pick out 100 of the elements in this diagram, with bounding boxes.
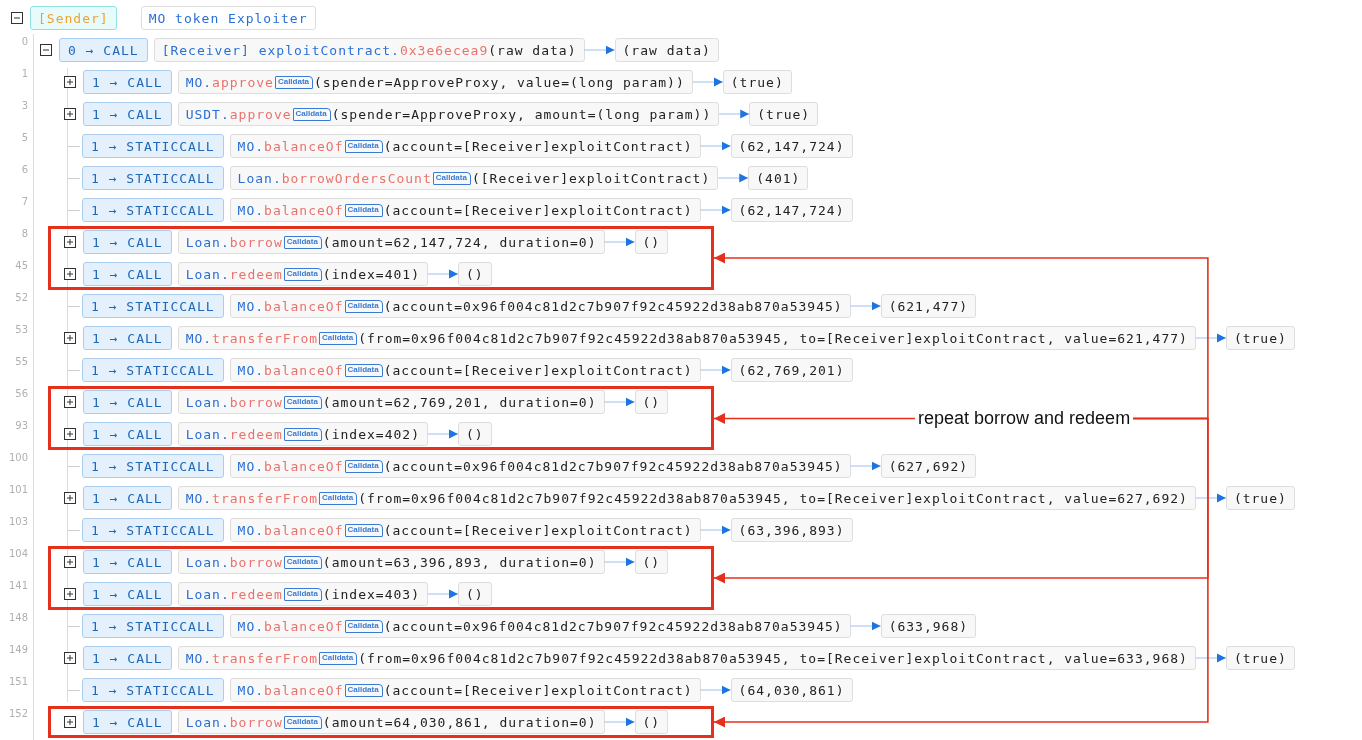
call-arguments: (index=403) [322,586,420,602]
row-number: 5 [20,132,28,144]
calldata-tag: Calldata [344,683,383,697]
function-name: MO.transferFrom [185,650,319,666]
call-arguments: (from=0x96f004c81d2c7b907f92c45922d38ab870a53945, to=[Receiver]exploitContract, value=621,477) [358,330,1188,346]
calldata-tag: Calldata [432,171,471,185]
call-type-tag: 1 → STATICCALL [82,166,224,190]
function-name: MO.balanceOf [237,362,344,378]
return-value: () [634,710,669,734]
calldata-tag: Calldata [274,75,314,89]
return-value: (627,692) [880,454,977,478]
function-name: MO.balanceOf [237,202,344,218]
function-name: USDT.approve [185,106,292,122]
return-arrow [604,557,635,567]
function-name: MO.transferFrom [185,330,319,346]
call-type-tag: 1 → CALL [83,582,172,606]
return-arrow [700,141,732,151]
row-number: 8 [20,228,28,240]
row-number: 93 [14,420,28,432]
return-arrow [700,365,732,375]
calldata-tag: Calldata [319,491,358,505]
function-name: MO.balanceOf [237,138,344,154]
call-chip [177,230,605,254]
calldata-tag: Calldata [319,331,358,345]
call-chip [177,486,1196,510]
function-name: MO.approve [185,74,274,90]
return-arrow [604,717,635,727]
return-value: (62,147,724) [730,198,853,222]
return-value: () [634,230,669,254]
call-arguments: (from=0x96f004c81d2c7b907f92c45922d38ab870a53945, to=[Receiver]exploitContract, value=627,692) [358,490,1188,506]
call-chip [229,134,701,158]
call-chip [177,550,605,574]
return-value: () [457,582,492,606]
call-arguments: (spender=ApproveProxy, value=(long param)) [314,74,685,90]
function-name: MO.balanceOf [237,298,344,314]
row-number: 101 [7,484,28,496]
call-arguments: (account=0x96f004c81d2c7b907f92c45922d38ab870a53945) [383,618,843,634]
return-arrow [584,45,615,55]
return-arrow [604,237,635,247]
return-value: () [634,550,669,574]
function-name: Loan.borrow [185,394,283,410]
calldata-tag: Calldata [283,427,322,441]
row-number: 3 [20,100,28,112]
return-value: () [457,262,492,286]
call-chip [229,454,851,478]
calldata-tag: Calldata [283,235,322,249]
return-value: (633,968) [880,614,977,638]
call-chip [177,326,1196,350]
row-number: 56 [14,388,28,400]
call-type-tag: 1 → STATICCALL [82,134,224,158]
row-number: 7 [20,196,28,208]
call-type-tag: 1 → STATICCALL [82,358,224,382]
call-arguments: (account=0x96f004c81d2c7b907f92c45922d38ab870a53945) [383,458,843,474]
call-type-tag: 1 → CALL [83,230,172,254]
return-arrow [717,173,749,183]
call-chip [177,102,720,126]
call-chip [177,70,693,94]
return-value: (true) [1225,646,1295,670]
row-number: 1 [20,68,28,80]
row-number: 55 [14,356,28,368]
call-type-tag: 1 → CALL [83,390,172,414]
row-number: 141 [7,580,28,592]
function-name: Loan.borrow [185,714,283,730]
call-chip [153,38,585,62]
annotation-arrow [713,413,916,424]
return-value: (62,769,201) [730,358,853,382]
function-name: [Receiver] exploitContract.0x3e6ecea9 [161,42,489,58]
function-name: Loan.redeem [185,426,283,442]
return-value: (true) [722,70,792,94]
call-type-tag: 1 → CALL [83,326,172,350]
function-name: Loan.borrow [185,234,283,250]
calldata-tag: Calldata [344,619,383,633]
call-arguments: (amount=62,769,201, duration=0) [322,394,597,410]
calldata-tag: Calldata [319,651,358,665]
return-value: () [634,390,669,414]
function-name: MO.balanceOf [237,522,344,538]
call-type-tag: 1 → CALL [83,486,172,510]
annotation-text: repeat borrow and redeem [918,408,1131,429]
call-type-tag: 1 → STATICCALL [82,518,224,542]
call-chip [177,582,428,606]
call-type-tag: 1 → STATICCALL [82,198,224,222]
call-arguments: (index=402) [322,426,420,442]
call-arguments: (account=0x96f004c81d2c7b907f92c45922d38ab870a53945) [383,298,843,314]
call-chip [229,166,719,190]
return-arrow [604,397,635,407]
return-arrow [700,685,732,695]
highlight-box [48,386,714,450]
call-arguments: (amount=62,147,724, duration=0) [322,234,597,250]
call-arguments: (amount=63,396,893, duration=0) [322,554,597,570]
row-number: 104 [7,548,28,560]
function-name: Loan.redeem [185,266,283,282]
return-arrow [850,621,882,631]
call-chip [229,614,851,638]
call-arguments: (from=0x96f004c81d2c7b907f92c45922d38ab870a53945, to=[Receiver]exploitContract, value=633,968) [358,650,1188,666]
call-type-tag: 1 → STATICCALL [82,614,224,638]
return-value: (621,477) [880,294,977,318]
row-number: 148 [7,612,28,624]
sender-name: MO token Exploiter [140,6,316,30]
call-chip [177,710,605,734]
calldata-tag: Calldata [283,395,322,409]
